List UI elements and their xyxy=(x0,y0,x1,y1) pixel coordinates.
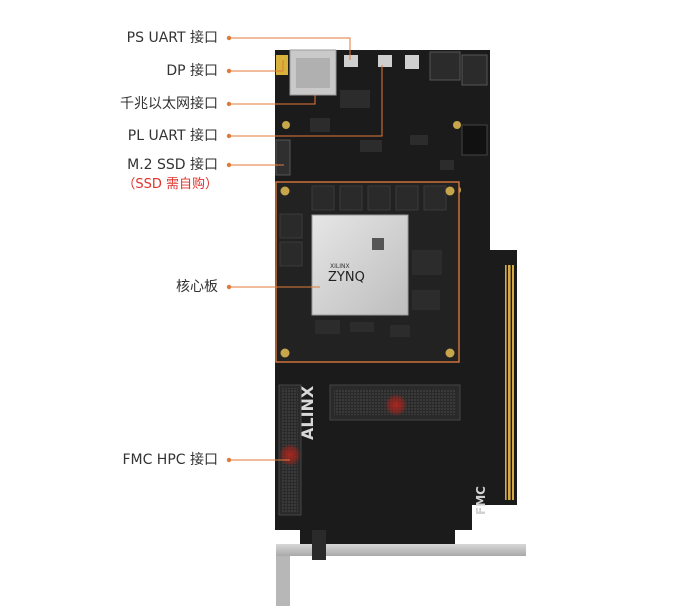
fmc-hpc-highlight xyxy=(279,444,301,466)
ethernet-label: 千兆以太网接口 xyxy=(120,96,218,112)
fmc-silkscreen-logo: FMC xyxy=(474,486,488,515)
fmc-lpc-highlight xyxy=(385,394,407,416)
core-board-label: 核心板 xyxy=(176,279,218,295)
zynq-chip xyxy=(311,214,409,316)
alinx-silkscreen: ALINX xyxy=(298,385,317,440)
usb-c xyxy=(405,55,419,69)
mounting-bracket xyxy=(276,544,526,556)
chip-name: ZYNQ xyxy=(328,270,365,285)
uart-usb-2 xyxy=(378,55,392,67)
m2-ssd-label: M.2 SSD 接口 xyxy=(127,157,218,173)
dp-label: DP 接口 xyxy=(166,63,218,79)
leader-lines xyxy=(229,37,383,461)
uart-usb-1 xyxy=(344,55,358,67)
dp-connector xyxy=(276,55,288,75)
pl-uart-label: PL UART 接口 xyxy=(127,128,218,144)
pl-uart-header xyxy=(461,124,488,156)
m2-ssd-slot xyxy=(275,139,291,176)
ps-uart-label: PS UART 接口 xyxy=(126,30,218,46)
pcie-gold-fingers xyxy=(505,265,514,500)
power-jack xyxy=(429,51,461,81)
chip-brand: XILINX xyxy=(330,263,350,270)
m2-ssd-note: （SSD 需自购） xyxy=(122,177,218,192)
fmc-hpc-label: FMC HPC 接口 xyxy=(122,452,218,468)
